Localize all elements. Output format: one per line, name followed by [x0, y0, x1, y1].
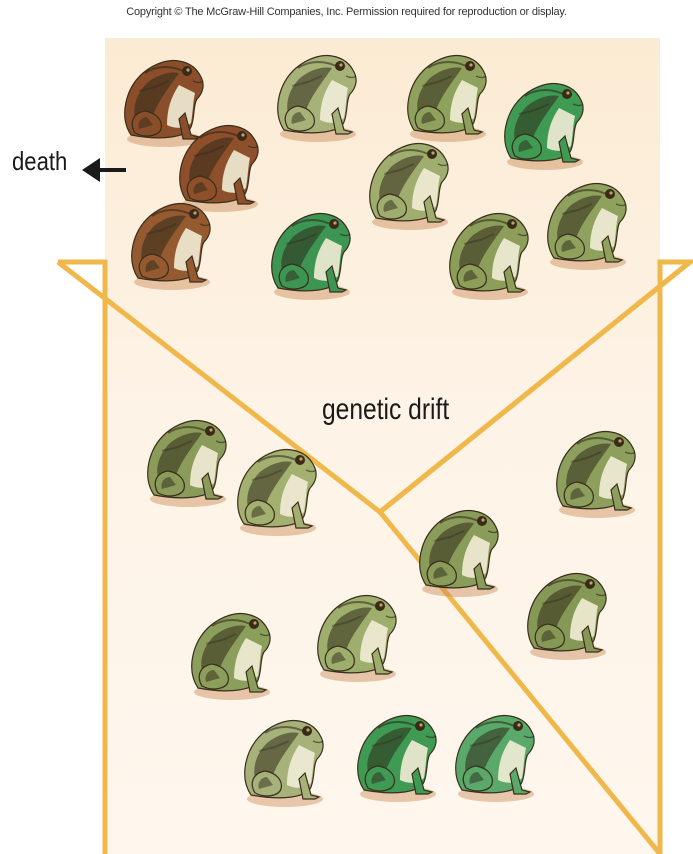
death-label: death	[12, 146, 67, 177]
genetic-drift-label: genetic drift	[322, 393, 449, 427]
